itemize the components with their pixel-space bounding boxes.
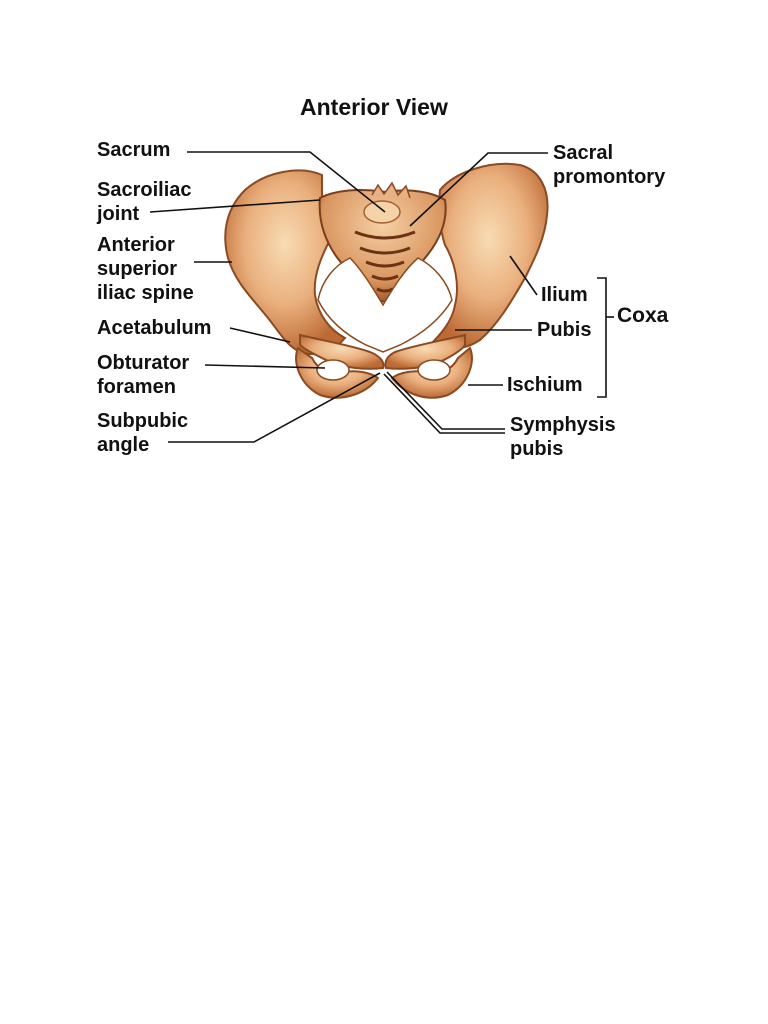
label-acetabulum-line-1: Acetabulum <box>97 317 212 339</box>
diagram-title: Anterior View <box>300 94 448 120</box>
label-sacroiliac-joint-line-2: joint <box>97 203 140 225</box>
leader-sacral-promontory <box>409 152 548 227</box>
label-sacrum-line-1: Sacrum <box>97 139 171 161</box>
leader-symphysis-pubis-a <box>386 371 505 430</box>
label-obturator-foramen: Obturator foramen <box>97 351 189 399</box>
label-symphysis-pubis-line-2: pubis <box>510 438 564 460</box>
leader-sacrum <box>187 151 386 213</box>
sacral-top-processes <box>371 181 411 199</box>
leader-sacroiliac-joint <box>149 199 321 213</box>
label-obturator-foramen-line-1: Obturator <box>97 352 190 374</box>
label-sacrum: Sacrum <box>97 138 170 162</box>
label-ischium-line-1: Ischium <box>507 374 583 396</box>
label-obturator-foramen-line-2: foramen <box>97 376 176 398</box>
label-sacral-promontory-line-2: promontory <box>553 166 666 188</box>
coxa-bracket <box>597 277 607 398</box>
leader-acetabulum <box>229 327 291 343</box>
pelvic-inlet <box>317 257 453 353</box>
left-obturator-foramen <box>316 359 350 381</box>
label-sacroiliac-joint: Sacroiliac joint <box>97 178 192 226</box>
label-coxa-line-1: Coxa <box>617 304 669 327</box>
label-asis-line-3: iliac spine <box>97 282 194 304</box>
label-pubis-line-1: Pubis <box>537 319 592 341</box>
label-sacral-promontory: Sacral promontory <box>553 141 665 189</box>
leader-symphysis-pubis-b <box>383 373 505 434</box>
leader-subpubic-angle <box>168 372 381 443</box>
label-asis-line-2: superior <box>97 258 178 280</box>
label-sacroiliac-joint-line-1: Sacroiliac <box>97 179 192 201</box>
label-pubis: Pubis <box>537 318 591 342</box>
label-coxa: Coxa <box>617 304 668 328</box>
leader-ilium <box>509 255 538 296</box>
right-obturator-foramen <box>417 359 451 381</box>
right-pubis-bone <box>384 333 466 370</box>
sacral-ridges <box>354 230 416 293</box>
label-asis-line-1: Anterior <box>97 234 175 256</box>
label-sacral-promontory-line-1: Sacral <box>553 142 614 164</box>
label-subpubic-angle: Subpubic angle <box>97 409 188 457</box>
leader-obturator-foramen <box>204 364 326 369</box>
left-pubis-bone <box>299 333 385 370</box>
label-acetabulum: Acetabulum <box>97 316 211 340</box>
label-symphysis-pubis: Symphysis pubis <box>510 413 616 461</box>
label-ischium: Ischium <box>507 373 583 397</box>
label-anterior-superior-iliac-spine: Anterior superior iliac spine <box>97 233 194 305</box>
label-ilium-line-1: Ilium <box>541 284 588 306</box>
label-ilium: Ilium <box>541 283 588 307</box>
label-subpubic-angle-line-1: Subpubic <box>97 410 189 432</box>
leader-lines <box>149 151 614 443</box>
label-subpubic-angle-line-2: angle <box>97 434 150 456</box>
sacral-promontory-knob <box>363 200 401 224</box>
label-symphysis-pubis-line-1: Symphysis <box>510 414 616 436</box>
